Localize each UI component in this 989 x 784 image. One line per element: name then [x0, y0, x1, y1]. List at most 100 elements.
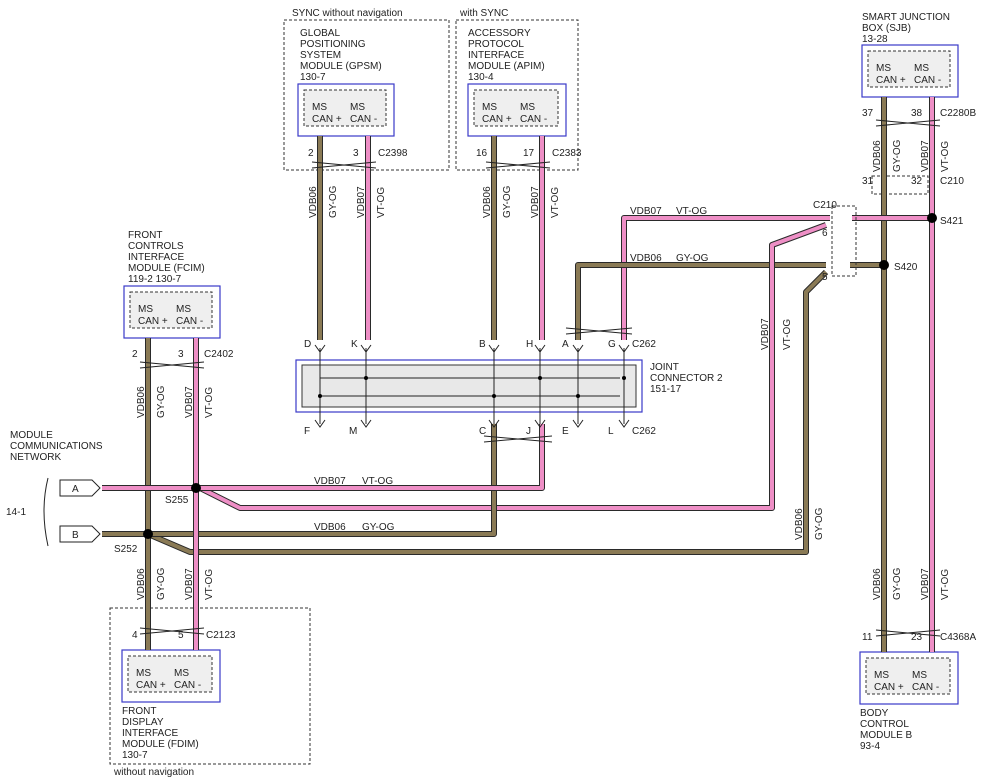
- svg-text:VDB06: VDB06: [136, 568, 147, 600]
- svg-text:MS: MS: [136, 668, 151, 679]
- svg-text:5: 5: [822, 272, 828, 283]
- svg-text:MS: MS: [176, 304, 191, 315]
- svg-text:H: H: [526, 339, 533, 350]
- svg-text:GY-OG: GY-OG: [362, 522, 395, 533]
- svg-text:37: 37: [862, 108, 874, 119]
- svg-text:GY-OG: GY-OG: [892, 139, 903, 172]
- bcm-module: MS CAN + MS CAN - 11 23 C4368A BODY CONT…: [859, 632, 976, 752]
- svg-text:C2383: C2383: [552, 148, 582, 159]
- bcm-name-line: 93-4: [860, 741, 880, 752]
- svg-text:S420: S420: [894, 262, 918, 273]
- fdim-module: MS CAN + MS CAN - 4 5 C2123 FRONT DISPLA…: [121, 630, 236, 761]
- apim-name-line: ACCESSORY: [468, 28, 531, 39]
- svg-text:GY-OG: GY-OG: [156, 385, 167, 418]
- sjb-name-line: BOX (SJB): [862, 23, 911, 34]
- splice-s252: [143, 529, 153, 539]
- svg-text:VT-OG: VT-OG: [550, 187, 561, 218]
- svg-text:3: 3: [178, 349, 184, 360]
- svg-text:C210: C210: [813, 200, 837, 211]
- splice-s255: [191, 483, 201, 493]
- svg-text:VT-OG: VT-OG: [204, 387, 215, 418]
- splices: S421 S420 S255 S252: [114, 213, 964, 555]
- gpsm-module: GLOBAL POSITIONING SYSTEM MODULE (GPSM) …: [297, 28, 408, 159]
- svg-text:MS: MS: [876, 63, 891, 74]
- svg-text:VT-OG: VT-OG: [376, 187, 387, 218]
- svg-text:C210: C210: [940, 176, 964, 187]
- svg-text:C2402: C2402: [204, 349, 234, 360]
- svg-text:MS: MS: [312, 102, 327, 113]
- svg-text:CAN +: CAN +: [482, 114, 512, 125]
- wires: [102, 97, 935, 652]
- gpsm-name-line: POSITIONING: [300, 39, 366, 50]
- sjb-name-line: 13-28: [862, 34, 888, 45]
- apim-name-line: INTERFACE: [468, 50, 524, 61]
- svg-text:MS: MS: [912, 670, 927, 681]
- network-block: MODULE COMMUNICATIONS NETWORK 14-1 A B: [6, 430, 103, 547]
- sjb-name-line: SMART JUNCTION: [862, 12, 950, 23]
- svg-text:VDB07: VDB07: [920, 140, 931, 172]
- svg-text:CONNECTOR 2: CONNECTOR 2: [650, 373, 723, 384]
- svg-text:MS: MS: [874, 670, 889, 681]
- c210-connector: C210 6 5: [813, 200, 857, 283]
- apim-name-line: 130-4: [468, 72, 494, 83]
- fcim-name-line: 119-2 130-7: [128, 274, 182, 285]
- svg-text:C262: C262: [632, 426, 656, 437]
- apim-name-line: MODULE (APIM): [468, 61, 545, 72]
- svg-text:VDB07: VDB07: [530, 186, 541, 218]
- svg-text:GY-OG: GY-OG: [676, 253, 709, 264]
- svg-text:C: C: [479, 426, 486, 437]
- svg-text:F: F: [304, 426, 310, 437]
- svg-text:VT-OG: VT-OG: [940, 569, 951, 600]
- svg-text:CAN +: CAN +: [876, 75, 906, 86]
- svg-text:CAN -: CAN -: [174, 680, 201, 691]
- svg-text:GY-OG: GY-OG: [814, 507, 825, 540]
- svg-text:VDB06: VDB06: [630, 253, 662, 264]
- fcim-name-line: CONTROLS: [128, 241, 184, 252]
- svg-text:2: 2: [132, 349, 138, 360]
- svg-text:16: 16: [476, 148, 488, 159]
- svg-text:L: L: [608, 426, 614, 437]
- svg-text:VT-OG: VT-OG: [204, 569, 215, 600]
- svg-text:38: 38: [911, 108, 923, 119]
- svg-text:VDB06: VDB06: [872, 568, 883, 600]
- fdim-group-box: [109, 607, 311, 765]
- fdim-name-line: FRONT: [122, 706, 156, 717]
- svg-text:CAN +: CAN +: [136, 680, 166, 691]
- svg-text:VDB06: VDB06: [872, 140, 883, 172]
- svg-text:VT-OG: VT-OG: [782, 319, 793, 350]
- svg-text:CAN +: CAN +: [312, 114, 342, 125]
- svg-text:4: 4: [132, 630, 138, 641]
- svg-text:11: 11: [862, 632, 873, 643]
- sjb-module: SMART JUNCTION BOX (SJB) 13-28 MS CAN + …: [861, 12, 976, 195]
- svg-text:MS: MS: [138, 304, 153, 315]
- svg-text:VT-OG: VT-OG: [362, 476, 393, 487]
- svg-text:6: 6: [822, 228, 828, 239]
- svg-text:31: 31: [862, 176, 874, 187]
- svg-text:K: K: [351, 339, 358, 350]
- svg-text:GY-OG: GY-OG: [156, 567, 167, 600]
- svg-text:COMMUNICATIONS: COMMUNICATIONS: [10, 441, 103, 452]
- svg-text:CAN -: CAN -: [520, 114, 547, 125]
- svg-text:M: M: [349, 426, 357, 437]
- fcim-name-line: MODULE (FCIM): [128, 263, 205, 274]
- svg-text:CAN -: CAN -: [912, 682, 939, 693]
- gpsm-name-line: SYSTEM: [300, 50, 341, 61]
- svg-text:VDB07: VDB07: [760, 318, 771, 350]
- gpsm-group-label: SYNC without navigation: [292, 8, 403, 19]
- svg-text:MS: MS: [350, 102, 365, 113]
- splice-s420: [879, 260, 889, 270]
- svg-text:VDB07: VDB07: [630, 206, 662, 217]
- gpsm-name-line: GLOBAL: [300, 28, 340, 39]
- fcim-name-line: FRONT: [128, 230, 162, 241]
- splice-s421: [927, 213, 937, 223]
- svg-text:23: 23: [911, 632, 923, 643]
- apim-group-label: with SYNC: [459, 8, 508, 19]
- svg-text:C4368A: C4368A: [940, 632, 976, 643]
- apim-name-line: PROTOCOL: [468, 39, 524, 50]
- svg-text:C262: C262: [632, 339, 656, 350]
- svg-text:14-1: 14-1: [6, 507, 26, 518]
- connector-marks: [139, 119, 941, 637]
- fcim-module: FRONT CONTROLS INTERFACE MODULE (FCIM) 1…: [123, 230, 234, 360]
- svg-text:A: A: [72, 484, 79, 495]
